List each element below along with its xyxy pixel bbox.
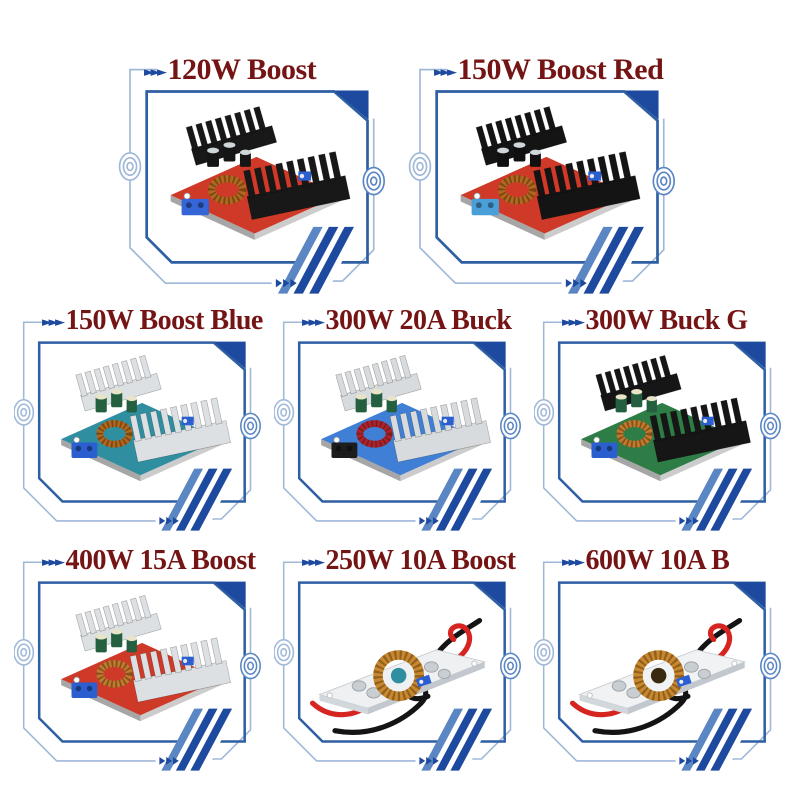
product-label: ►►►300W 20A Buck xyxy=(302,306,524,335)
product-photo xyxy=(552,353,769,499)
product-photo xyxy=(32,353,249,499)
grid-row-2: ►►►150W Boost Blue ►►►300W 20A Buck ►►►3… xyxy=(0,306,800,542)
product-photo xyxy=(292,353,509,499)
product-card-150w-boost-blue: ►►►150W Boost Blue xyxy=(14,306,266,542)
grid-row-1: ►►►120W Boost ►►►150W Boost Red xyxy=(0,54,800,304)
product-card-250w-10a-boost: ►►►250W 10A Boost xyxy=(274,546,526,782)
label-arrows-icon: ►►► xyxy=(562,555,585,570)
product-card-400w-15a-boost: ►►►400W 15A Boost xyxy=(14,546,266,782)
product-photo xyxy=(32,593,249,739)
label-arrows-icon: ►►► xyxy=(302,315,325,330)
product-label: ►►►150W Boost Blue xyxy=(42,306,264,335)
product-card-300w-20a-buck: ►►►300W 20A Buck xyxy=(274,306,526,542)
product-label-text: 300W 20A Buck xyxy=(325,305,512,336)
product-card-150w-boost-red: ►►►150W Boost Red xyxy=(406,54,684,304)
product-card-120w-boost: ►►►120W Boost xyxy=(116,54,394,304)
label-arrows-icon: ►►► xyxy=(302,555,325,570)
label-arrows-icon: ►►► xyxy=(562,315,585,330)
product-card-300w-buck-g: ►►►300W Buck G xyxy=(534,306,786,542)
label-arrows-icon: ►►► xyxy=(42,555,65,570)
product-photo xyxy=(135,104,374,259)
product-label: ►►►300W Buck G xyxy=(562,306,784,335)
grid-row-3: ►►►400W 15A Boost ►►►250W 10A Boost ►►►6… xyxy=(0,546,800,782)
product-label: ►►►400W 15A Boost xyxy=(42,546,264,575)
product-label-text: 400W 15A Boost xyxy=(65,545,257,576)
product-label: ►►►120W Boost xyxy=(144,54,392,86)
product-card-600w-10a-b: ►►►600W 10A B xyxy=(534,546,786,782)
product-photo xyxy=(292,593,509,739)
product-label-text: 600W 10A B xyxy=(585,545,730,576)
product-label-text: 150W Boost Red xyxy=(457,53,664,86)
product-label-text: 250W 10A Boost xyxy=(325,545,517,576)
label-arrows-icon: ►►► xyxy=(144,65,167,80)
product-label-text: 300W Buck G xyxy=(585,305,749,336)
product-label-text: 120W Boost xyxy=(167,53,317,86)
product-label: ►►►600W 10A B xyxy=(562,546,784,575)
product-photo xyxy=(425,104,664,259)
product-label: ►►►150W Boost Red xyxy=(434,54,682,86)
product-label-text: 150W Boost Blue xyxy=(65,305,264,336)
product-label: ►►►250W 10A Boost xyxy=(302,546,524,575)
label-arrows-icon: ►►► xyxy=(434,65,457,80)
product-photo xyxy=(552,593,769,739)
label-arrows-icon: ►►► xyxy=(42,315,65,330)
